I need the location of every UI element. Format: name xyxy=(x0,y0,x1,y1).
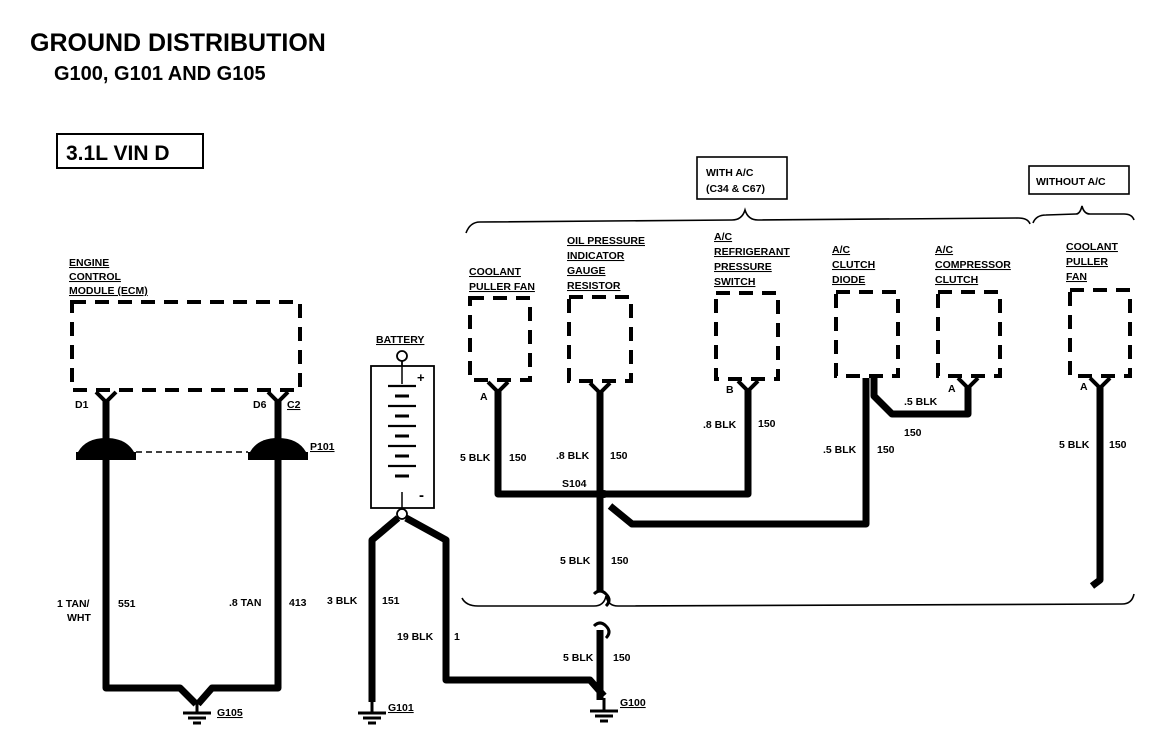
ecm-label-3: MODULE (ECM) xyxy=(69,285,148,297)
ac-diode-label-2: CLUTCH xyxy=(832,259,875,271)
ac-clutch-diode: A/C CLUTCH DIODE xyxy=(832,244,900,378)
ac-clutch-label-2: COMPRESSOR xyxy=(935,259,1011,271)
wire-151-circuit: 151 xyxy=(382,595,400,607)
ac-switch-label-3: PRESSURE xyxy=(714,261,772,273)
ac-switch-label-4: SWITCH xyxy=(714,276,755,288)
splice-s104-dot xyxy=(600,490,608,498)
wire-coolant-fan-2-ground xyxy=(1089,386,1104,589)
with-ac-bracket: WITH A/C (C34 & C67) xyxy=(465,156,1031,234)
wire-1 xyxy=(404,514,607,699)
g100-ground-icon xyxy=(590,698,618,723)
splice-s104-label: S104 xyxy=(562,478,587,490)
without-ac-label: WITHOUT A/C xyxy=(1036,176,1106,188)
break-mark-upper xyxy=(592,589,611,608)
lower-bracket xyxy=(461,593,1135,607)
ac-diode-label-1: A/C xyxy=(832,244,851,256)
ac-switch-label-1: A/C xyxy=(714,231,733,243)
oil-pressure-label-2: INDICATOR xyxy=(567,250,625,262)
coolant-fan-1-label-2: PULLER FAN xyxy=(469,281,535,293)
wire-fan2-circuit: 150 xyxy=(1109,439,1127,451)
wire-fan2-gauge: 5 BLK xyxy=(1059,439,1090,451)
wire-151-gauge: 3 BLK xyxy=(327,595,358,607)
ac-switch-pin-b: B xyxy=(726,384,734,396)
coolant-fan-2-label-2: PULLER xyxy=(1066,256,1108,268)
ecm-label-1: ENGINE xyxy=(69,257,109,269)
wire-413-circuit: 413 xyxy=(289,597,307,609)
battery-positive: + xyxy=(417,370,425,385)
wire-clutch-ground xyxy=(870,378,972,418)
wire-s104-gauge: 5 BLK xyxy=(560,555,591,567)
wire-1-gauge: 19 BLK xyxy=(397,631,434,643)
g105-ground-icon xyxy=(183,702,211,725)
diagram-subtitle: G100, G101 AND G105 xyxy=(54,63,266,85)
coolant-fan-2-label-1: COOLANT xyxy=(1066,241,1118,253)
wire-551-gauge: 1 TAN/ xyxy=(57,598,90,610)
wire-g100-gauge: 5 BLK xyxy=(563,652,594,664)
wire-551 xyxy=(102,400,199,707)
ac-clutch-label-1: A/C xyxy=(935,244,954,256)
ac-pressure-switch: A/C REFRIGERANT PRESSURE SWITCH B xyxy=(714,231,790,396)
oil-pressure-label-1: OIL PRESSURE xyxy=(567,235,645,247)
wire-s104-circuit: 150 xyxy=(611,555,629,567)
g101-label: G101 xyxy=(388,702,414,714)
ecm-pin-d1: D1 xyxy=(75,399,89,411)
ac-diode-label-3: DIODE xyxy=(832,274,865,286)
wire-oil-circuit: 150 xyxy=(610,450,628,462)
wire-clutch-gauge: .5 BLK xyxy=(904,396,938,408)
ac-clutch-pin-a: A xyxy=(948,383,956,395)
wire-oil-gauge: .8 BLK xyxy=(556,450,590,462)
p101-label: P101 xyxy=(310,441,335,453)
ecm-pin-c2: C2 xyxy=(287,399,301,411)
wire-diode-circuit: 150 xyxy=(877,444,895,456)
wire-diode-gauge: .5 BLK xyxy=(823,444,857,456)
wire-fan-circuit: 150 xyxy=(509,452,527,464)
coolant-fan-2-label-3: FAN xyxy=(1066,271,1087,283)
p101-connector: P101 xyxy=(76,438,335,460)
wire-diode-ground xyxy=(607,378,870,528)
wire-551-circuit: 551 xyxy=(118,598,136,610)
diagram-title: GROUND DISTRIBUTION xyxy=(30,29,326,57)
ecm-pin-d6: D6 xyxy=(253,399,267,411)
coolant-puller-fan-1: COOLANT PULLER FAN A xyxy=(468,266,535,403)
oil-pressure-resistor: OIL PRESSURE INDICATOR GAUGE RESISTOR xyxy=(567,235,645,395)
wire-413-gauge: .8 TAN xyxy=(229,597,261,609)
wire-551-gauge-2: WHT xyxy=(67,612,91,624)
without-ac-bracket: WITHOUT A/C xyxy=(1028,165,1135,224)
ac-switch-label-2: REFRIGERANT xyxy=(714,246,790,258)
coolant-fan-2-pin-a: A xyxy=(1080,381,1088,393)
wire-coolant-fan-ground xyxy=(494,389,752,498)
engine-box xyxy=(56,133,204,169)
ac-clutch-label-3: CLUTCH xyxy=(935,274,978,286)
with-ac-options: (C34 & C67) xyxy=(706,183,765,195)
wire-fan-gauge: 5 BLK xyxy=(460,452,491,464)
coolant-fan-1-pin-a: A xyxy=(480,391,488,403)
battery-negative: - xyxy=(419,487,424,504)
oil-pressure-label-4: RESISTOR xyxy=(567,280,621,292)
ecm-module: ENGINE CONTROL MODULE (ECM) D1 D6 C2 xyxy=(69,257,302,411)
wire-1-circuit: 1 xyxy=(454,631,460,643)
wire-sw-gauge: .8 BLK xyxy=(703,419,737,431)
break-mark-lower xyxy=(592,621,611,640)
coolant-puller-fan-2: COOLANT PULLER FAN A xyxy=(1066,241,1132,393)
g105-label: G105 xyxy=(217,707,243,719)
oil-pressure-label-3: GAUGE xyxy=(567,265,606,277)
wire-151 xyxy=(368,515,401,702)
engine-box-label: 3.1L VIN D xyxy=(66,142,169,165)
wire-413 xyxy=(195,400,282,707)
with-ac-label: WITH A/C xyxy=(706,167,754,179)
wire-sw-circuit: 150 xyxy=(758,418,776,430)
battery-label: BATTERY xyxy=(376,334,424,346)
battery: BATTERY + - xyxy=(370,334,435,520)
ac-compressor-clutch: A/C COMPRESSOR CLUTCH A xyxy=(935,244,1011,395)
g101-ground-icon xyxy=(358,700,386,725)
g100-label: G100 xyxy=(620,697,646,709)
wire-clutch-circuit: 150 xyxy=(904,427,922,439)
wire-g100-circuit: 150 xyxy=(613,652,631,664)
coolant-fan-1-label-1: COOLANT xyxy=(469,266,521,278)
ecm-label-2: CONTROL xyxy=(69,271,121,283)
